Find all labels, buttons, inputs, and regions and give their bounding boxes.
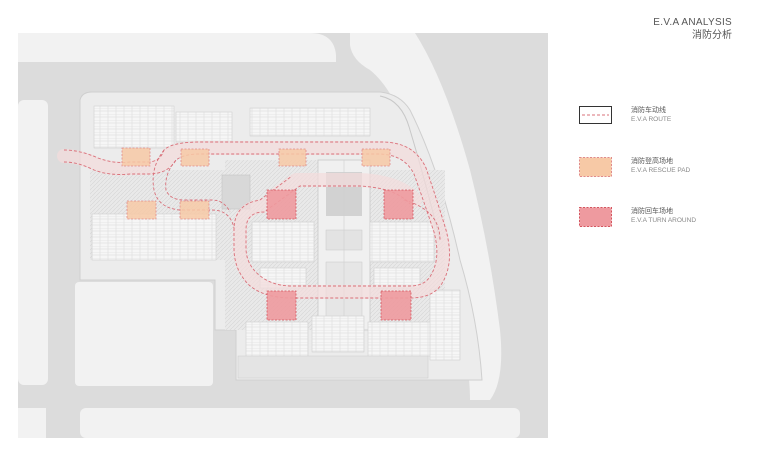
eva-route-left-loop-inner <box>165 159 231 213</box>
legend-text-route: 消防车动线 E.V.A ROUTE <box>631 105 671 125</box>
turn-around <box>383 189 414 220</box>
turn-around-areas <box>266 189 414 321</box>
legend-turn-around-cn: 消防回车场地 <box>631 207 673 215</box>
buildings <box>91 105 461 379</box>
rescue-pads <box>121 147 391 220</box>
legend-text-turn-around: 消防回车场地 E.V.A TURN AROUND <box>631 206 696 226</box>
block-bottom-left <box>75 282 213 386</box>
legend-route-en: E.V.A ROUTE <box>631 116 672 123</box>
turn-around <box>266 189 297 220</box>
title-cn: 消防分析 <box>692 30 732 41</box>
legend-turn-around-en: E.V.A TURN AROUND <box>631 217 697 224</box>
title-en: E.V.A ANALYSIS <box>653 17 732 28</box>
site-plan-map <box>18 33 548 438</box>
turn-around <box>380 290 412 321</box>
legend-swatch-rescue-pad <box>579 157 612 177</box>
turn-around <box>266 290 297 321</box>
eva-route-edge-inner <box>63 153 438 287</box>
legend-swatch-turn-around <box>579 207 612 227</box>
block-top-left <box>18 33 336 62</box>
legend-rescue-pad-cn: 消防登高场地 <box>631 157 673 165</box>
block-left-strip <box>18 100 48 385</box>
legend-item-route: 消防车动线 E.V.A ROUTE <box>579 104 749 128</box>
rescue-pad <box>121 147 151 167</box>
block-bottom-strip-right <box>80 408 520 438</box>
legend-swatch-route <box>579 106 612 124</box>
rescue-pad <box>180 148 210 167</box>
block-bottom-strip-left <box>18 408 46 438</box>
legend-item-turn-around: 消防回车场地 E.V.A TURN AROUND <box>579 205 749 229</box>
central-axis <box>317 159 371 331</box>
title-block: E.V.A ANALYSIS 消防分析 <box>653 16 732 42</box>
legend-text-rescue-pad: 消防登高场地 E.V.A RESCUE PAD <box>631 156 690 176</box>
rescue-pad <box>278 148 307 167</box>
rescue-pad <box>179 200 210 220</box>
legend-item-rescue-pad: 消防登高场地 E.V.A RESCUE PAD <box>579 155 749 179</box>
rescue-pad <box>361 148 391 167</box>
eva-route-left-loop <box>152 149 235 229</box>
legend-route-cn: 消防车动线 <box>631 106 666 114</box>
legend-rescue-pad-en: E.V.A RESCUE PAD <box>631 167 691 174</box>
plaza-square <box>221 174 251 210</box>
rescue-pad <box>126 200 157 220</box>
